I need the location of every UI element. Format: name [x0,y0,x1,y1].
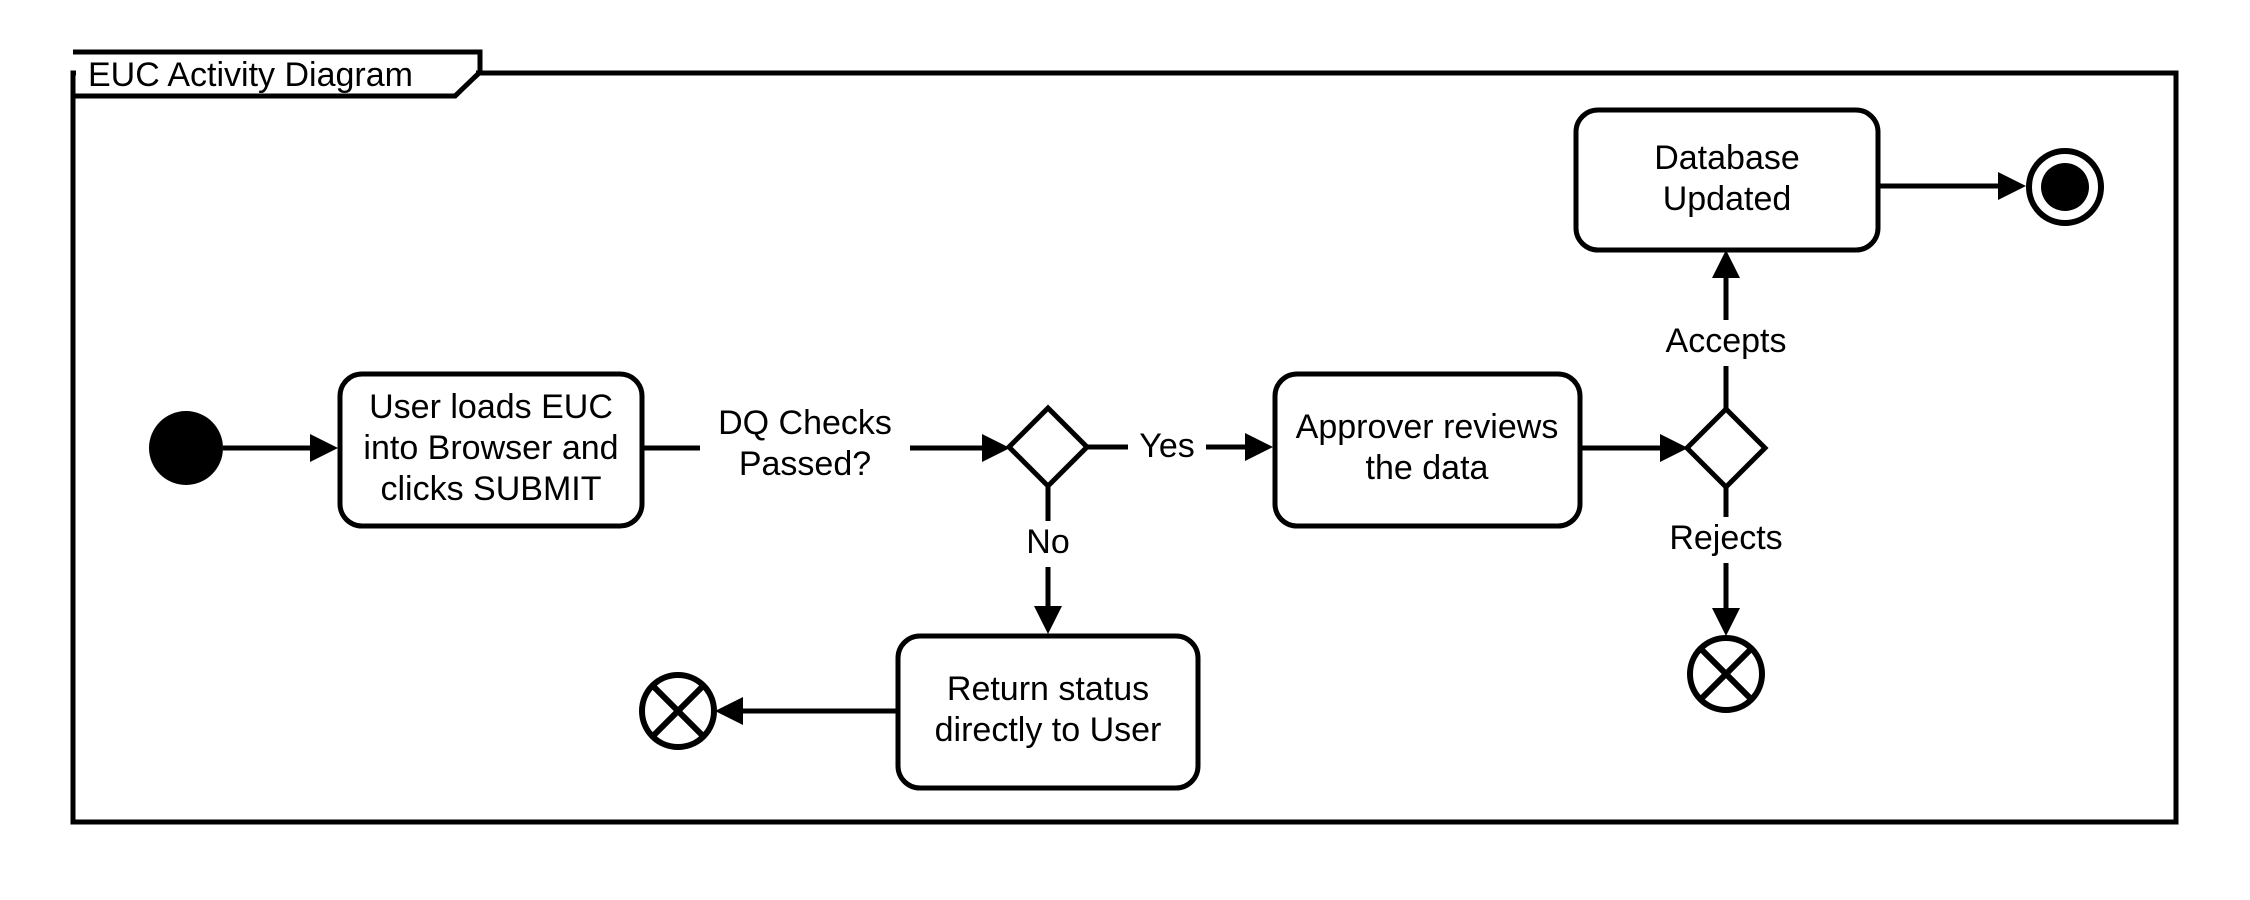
action-label-line-3: clicks SUBMIT [381,470,602,508]
arrow-head [1034,606,1062,634]
edge-label-backdrop [1016,521,1080,567]
edge-dq-no: No [1016,486,1080,634]
edge-dq-yes: Yes [1087,425,1273,471]
edge-label-rejects: Rejects [1669,519,1782,557]
node-initial[interactable] [149,411,223,485]
arrow-head [1660,434,1688,462]
node-approver-review[interactable]: Approver reviews the data [1272,371,1583,529]
decision-diamond [1005,404,1091,490]
node-flow-final-right[interactable] [1687,635,1765,713]
diagram-frame: EUC Activity Diagram [70,49,2179,825]
edge-start-to-load-euc [223,434,338,462]
edge-label-accepts: Accepts [1666,322,1787,360]
edge-label-backdrop [700,398,910,498]
edge-label-backdrop [1128,425,1206,471]
edge-approval-rejects: Rejects [1651,487,1801,636]
action-label-line-2: directly to User [935,711,1162,749]
edge-label-backdrop [1651,517,1801,563]
node-approval-decision[interactable] [1683,405,1769,491]
action-label-line-2: the data [1366,449,1489,487]
arrow-head [1712,608,1740,636]
edge-load-euc-to-dq-decision: DQ Checks Passed? [642,398,1010,498]
edge-database-to-final [1878,172,2026,200]
edge-label-yes: Yes [1139,427,1194,465]
arrow-head [1245,433,1273,461]
edge-approver-to-approval-decision [1580,434,1688,462]
edge-label-backdrop [1651,320,1801,366]
final-node-inner-disc [2041,163,2089,211]
arrow-head [310,434,338,462]
edge-label-line-2: Passed? [739,445,871,483]
flow-final-cross-stroke-b [1698,646,1754,702]
decision-diamond [1683,405,1769,491]
edge-return-status-to-flow-final [715,697,898,725]
action-label-line-1: Return status [947,670,1149,708]
frame-title-tab-fill [76,55,476,93]
arrow-head [715,697,743,725]
node-load-euc[interactable]: User loads EUC into Browser and clicks S… [337,371,645,529]
edge-label-no: No [1026,523,1069,561]
action-label-line-1: Database [1654,139,1800,177]
initial-node-circle [149,411,223,485]
action-label-line-1: Approver reviews [1296,408,1559,446]
node-return-status[interactable]: Return status directly to User [895,633,1201,791]
edge-approval-accepts: Accepts [1651,250,1801,409]
action-box [1573,107,1881,253]
action-label-line-1: User loads EUC [369,388,613,426]
action-label-line-2: Updated [1663,180,1792,218]
frame-outline [70,70,2179,825]
node-flow-final-left[interactable] [639,672,717,750]
node-dq-decision[interactable] [1005,404,1091,490]
frame-title-tab-stroke [73,49,483,99]
arrow-head [1998,172,2026,200]
frame-title-text: EUC Activity Diagram [88,56,413,94]
node-database-updated[interactable]: Database Updated [1573,107,1881,253]
flow-final-cross-stroke-b [650,683,706,739]
arrow-head [1712,250,1740,278]
action-label-line-2: into Browser and [363,429,618,467]
arrow-head [982,434,1010,462]
node-activity-final[interactable] [2026,148,2104,226]
edge-label-line-1: DQ Checks [718,404,892,442]
